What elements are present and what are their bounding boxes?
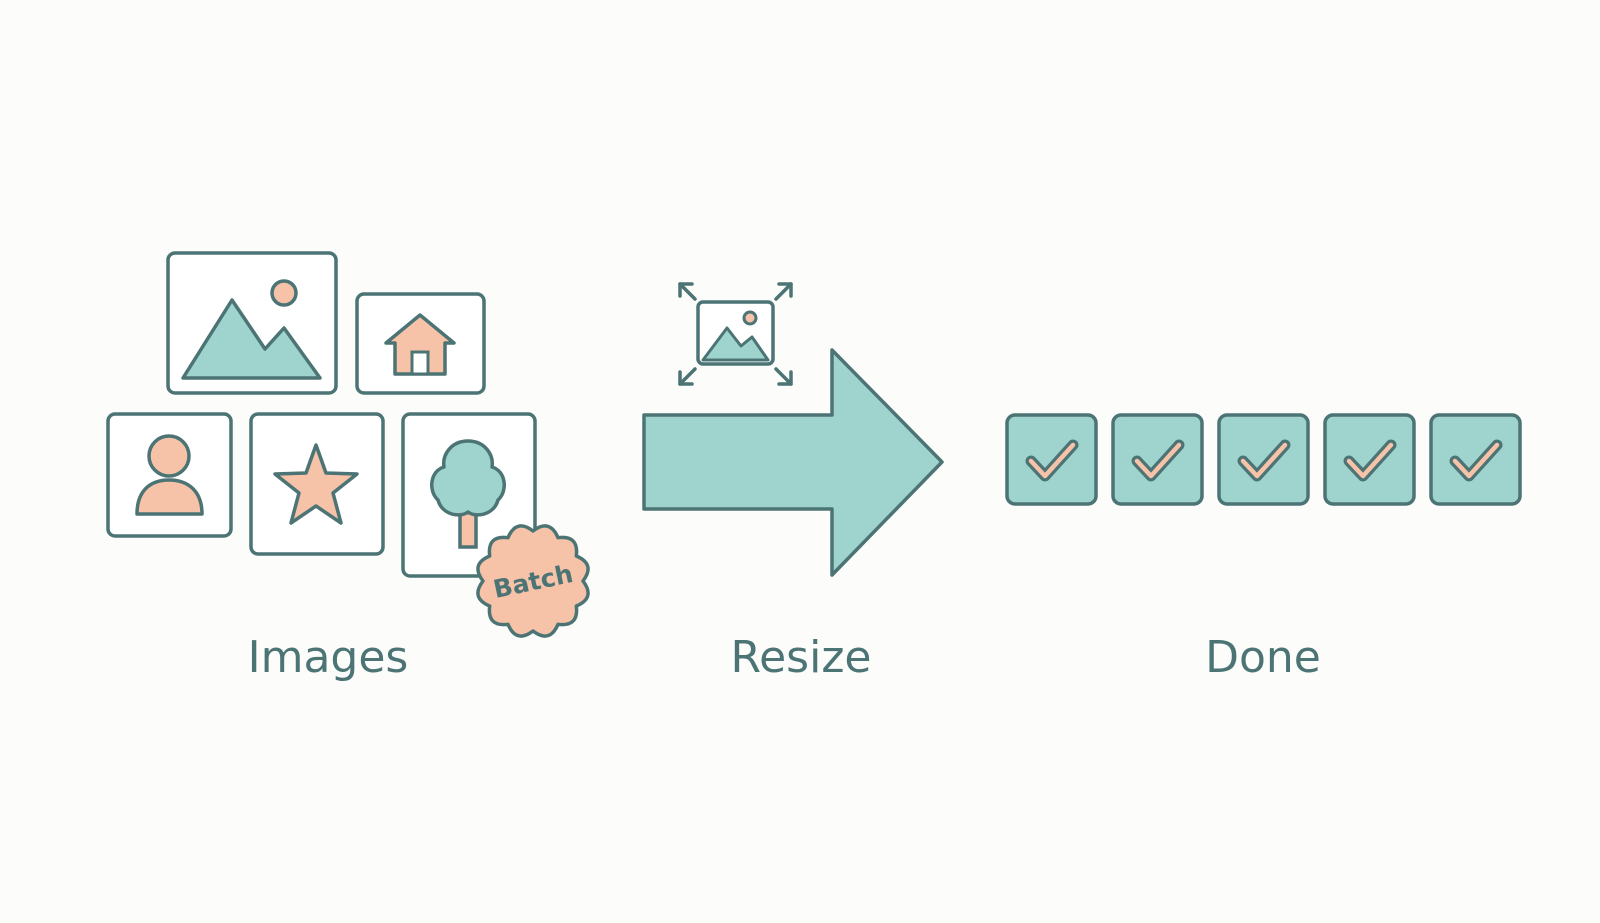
checkmark-icon-fill xyxy=(1028,442,1076,479)
images-group: Batch Images xyxy=(106,251,590,683)
house-icon xyxy=(384,313,456,376)
resize-image-icon xyxy=(678,282,793,386)
image-frame-person xyxy=(106,412,233,538)
completed-item-box xyxy=(1217,413,1310,506)
checkmark-icon-fill xyxy=(1452,442,1500,479)
image-frame-star xyxy=(249,412,385,556)
image-frame-house xyxy=(355,292,486,395)
step-label-images: Images xyxy=(248,632,409,683)
landscape-icon xyxy=(181,279,322,380)
checkmark-icon-fill xyxy=(1240,442,1288,479)
completed-items xyxy=(1005,413,1522,506)
expand-arrow-bottom-right-icon xyxy=(774,367,793,386)
expand-arrow-bottom-left-icon xyxy=(678,367,697,386)
expand-arrow-top-right-icon xyxy=(774,282,793,301)
completed-item-box xyxy=(1111,413,1204,506)
completed-item-box xyxy=(1323,413,1416,506)
checkmark-icon-fill xyxy=(1134,442,1182,479)
done-group: Done xyxy=(1005,413,1522,683)
image-frame-landscape xyxy=(166,251,338,395)
tree-icon xyxy=(430,439,506,549)
image-frame-tree xyxy=(401,412,537,578)
step-label-done: Done xyxy=(1205,632,1321,683)
resize-group: Resize xyxy=(642,282,944,683)
step-label-resize: Resize xyxy=(731,632,872,683)
person-icon xyxy=(135,434,204,516)
completed-item-box xyxy=(1429,413,1522,506)
arrow-right-icon xyxy=(642,348,944,577)
star-icon xyxy=(273,443,359,525)
batch-badge: Batch xyxy=(476,524,590,638)
completed-item-box xyxy=(1005,413,1098,506)
expand-arrow-top-left-icon xyxy=(678,282,697,301)
checkmark-icon-fill xyxy=(1346,442,1394,479)
